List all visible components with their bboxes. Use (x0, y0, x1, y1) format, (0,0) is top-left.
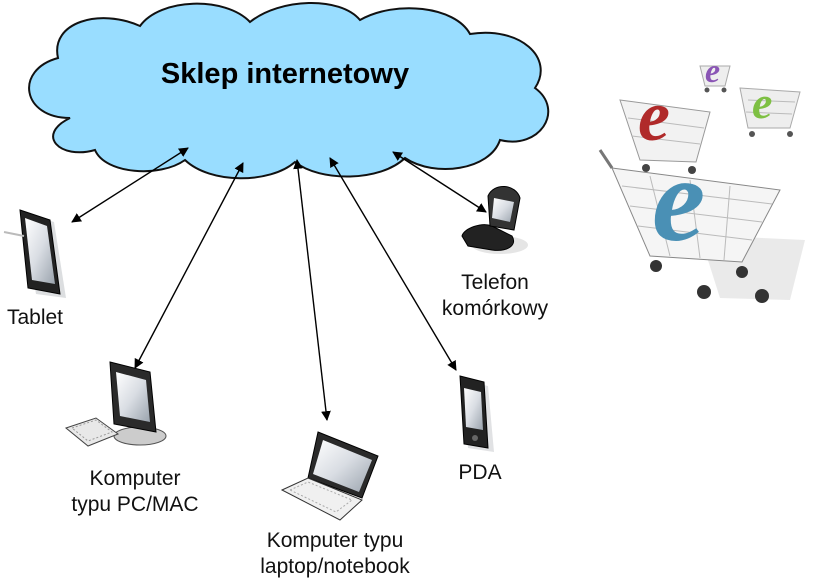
cloud-title: Sklep internetowy (160, 58, 410, 90)
arrow-desktop (134, 162, 244, 369)
mobile-phone-icon (461, 186, 528, 254)
label-tablet: Tablet (6, 306, 64, 329)
desktop-computer-icon (64, 361, 167, 447)
shopping-cart-icon (619, 99, 711, 174)
arrow-tablet (71, 147, 189, 223)
shopping-cart-icon (739, 87, 801, 137)
arrow-pda (329, 157, 457, 371)
ecart-letter: e (705, 53, 720, 90)
ecart-letter: e (752, 77, 772, 128)
ecommerce-carts-illustration: e e e e (598, 53, 805, 303)
label-desktop-line1: Komputer (89, 467, 181, 490)
shopping-cart-icon (598, 149, 805, 303)
pda-icon (459, 375, 494, 452)
ecart-letter: e (652, 133, 705, 266)
ecart-letter: e (638, 76, 670, 156)
connections (71, 147, 487, 421)
tablet-icon (3, 209, 66, 298)
label-desktop: Komputer typu PC/MAC (40, 466, 230, 518)
label-phone-line1: Telefon (461, 271, 529, 294)
shopping-cart-icon (699, 65, 731, 93)
laptop-icon (280, 431, 379, 521)
label-pda: PDA (458, 461, 502, 484)
label-laptop-line2: laptop/notebook (260, 555, 410, 578)
label-phone-line2: komórkowy (441, 297, 549, 320)
label-desktop-line2: typu PC/MAC (71, 493, 199, 516)
arrow-laptop (293, 159, 331, 421)
label-laptop: Komputer typu laptop/notebook (230, 528, 440, 580)
label-laptop-line1: Komputer typu (266, 529, 404, 552)
label-phone: Telefon komórkowy (420, 270, 570, 322)
arrow-phone (392, 151, 487, 213)
